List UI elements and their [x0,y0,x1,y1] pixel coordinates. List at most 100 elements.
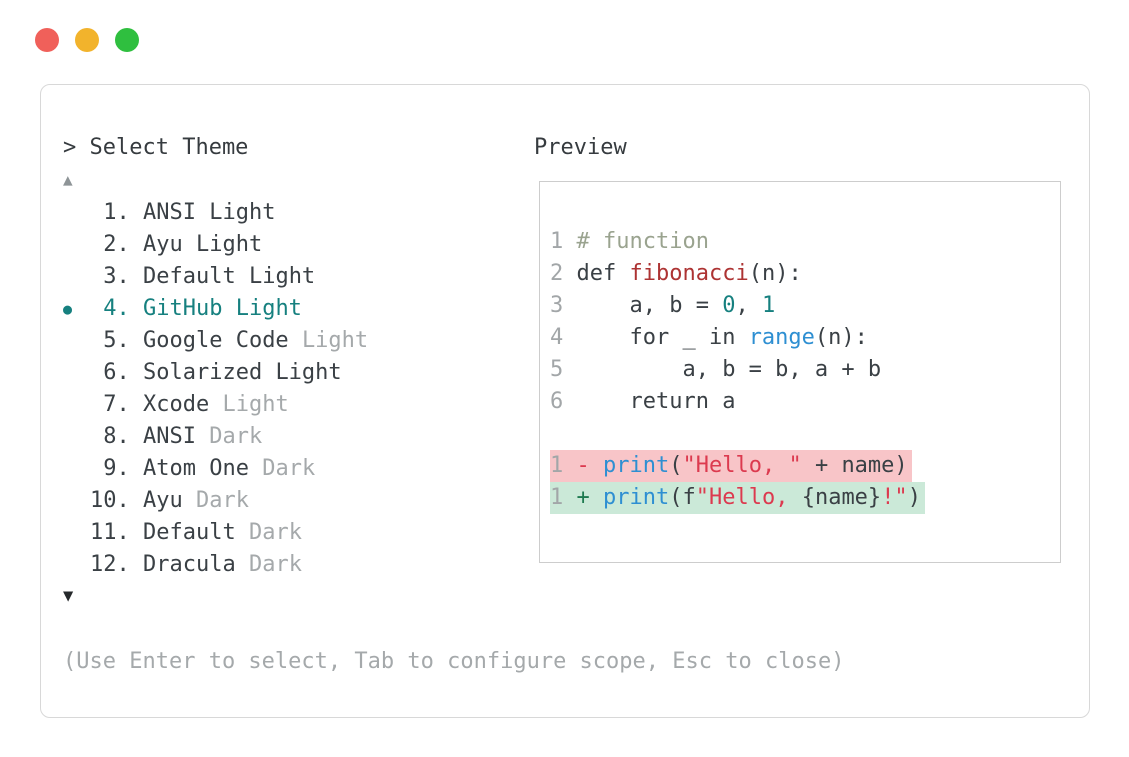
scroll-up-icon[interactable]: ▲ [63,170,73,189]
theme-item-suffix: Dark [195,488,249,513]
diff-highlight-added: 1 + print(f"Hello, {name}!") [550,482,925,514]
row-marker-empty [63,485,90,517]
theme-item-suffix: Light [209,200,276,225]
code-token-plain: (n): [814,325,868,350]
theme-list-item-dracula-dark[interactable]: 12. Dracula Dark [63,549,539,581]
row-marker-empty [63,549,90,581]
theme-list: 1. ANSI Light 2. Ayu Light 3. Default Li… [63,197,539,581]
code-token-plain: def [576,261,630,286]
row-marker-empty [63,453,90,485]
row-marker-empty [63,389,90,421]
keyboard-hint: (Use Enter to select, Tab to configure s… [63,649,845,674]
row-marker-empty [63,325,90,357]
code-line: 2 def fibonacci(n): [550,258,1060,290]
code-token-string: !" [881,485,908,510]
code-token-number: 1 [761,293,776,318]
row-marker-empty [63,357,90,389]
theme-list-item-solarized-light[interactable]: 6. Solarized Light [63,357,539,389]
code-token-comment: # function [576,229,709,254]
theme-item-number: 12. [90,552,143,577]
line-number: 6 [550,389,577,414]
line-number: 5 [550,357,577,382]
code-token-plain: (n): [748,261,802,286]
theme-item-name: Google Code [142,328,302,353]
theme-item-number: 5. [90,328,143,353]
theme-item-name: Default [142,264,249,289]
line-number: 4 [550,325,577,350]
theme-item-name: Ayu [142,232,196,257]
code-token-number: 0 [722,293,736,318]
theme-item-suffix: Dark [262,456,316,481]
line-number: 1 [550,229,577,254]
theme-list-item-ansi-light[interactable]: 1. ANSI Light [63,197,539,229]
theme-list-item-atom-one-dark[interactable]: 9. Atom One Dark [63,453,539,485]
code-line: 4 for _ in range(n): [550,322,1060,354]
theme-item-number: 10. [90,488,143,513]
theme-item-name: Atom One [142,456,263,481]
theme-list-item-default-dark[interactable]: 11. Default Dark [63,517,539,549]
code-token-plain: ) [907,485,921,510]
code-token-plain: a, b = b, a + b [576,357,882,382]
diff-line-removed: 1 - print("Hello, " + name) [550,450,1060,482]
zoom-button[interactable] [115,28,139,52]
code-token-plain: for _ in [576,325,749,350]
scroll-down-icon[interactable]: ▼ [63,586,74,606]
preview-label: Preview [534,135,627,160]
command-palette-title: > Select Theme [63,135,249,160]
code-token-plain: + name) [801,453,908,478]
code-token-plain: {name} [801,485,882,510]
theme-item-number: 1. [90,200,143,225]
theme-item-name: ANSI [142,200,210,225]
theme-item-name: Xcode [142,392,223,417]
close-button[interactable] [35,28,59,52]
theme-list-item-xcode-light[interactable]: 7. Xcode Light [63,389,539,421]
theme-item-suffix: Dark [209,424,263,449]
theme-item-name: Ayu [142,488,196,513]
code-token-plain: return a [576,389,736,414]
code-line: 3 a, b = 0, 1 [550,290,1060,322]
theme-item-name: Default [142,520,249,545]
diff-highlight-removed: 1 - print("Hello, " + name) [550,450,912,482]
row-marker-empty [63,517,90,549]
row-marker-empty [63,421,90,453]
theme-list-item-github-light[interactable]: ● 4. GitHub Light [63,293,539,325]
theme-item-number: 9. [90,456,143,481]
selected-bullet-icon: ● [63,300,73,318]
theme-item-number: 3. [90,264,143,289]
theme-item-number: 6. [90,360,143,385]
theme-list-item-ayu-light[interactable]: 2. Ayu Light [63,229,539,261]
theme-list-item-google-code-light[interactable]: 5. Google Code Light [63,325,539,357]
theme-item-suffix: Light [275,360,342,385]
code-token-builtin: print [603,453,670,478]
code-token-plain: a, b = [576,293,723,318]
theme-list-item-ayu-dark[interactable]: 10. Ayu Dark [63,485,539,517]
diff-line-added: 1 + print(f"Hello, {name}!") [550,482,1060,514]
minimize-button[interactable] [75,28,99,52]
code-token-func: fibonacci [629,261,749,286]
theme-item-name: Solarized [142,360,276,385]
theme-picker-window: > Select Theme ▲ 1. ANSI Light 2. Ayu Li… [40,84,1090,718]
theme-list-panel: > Select Theme ▲ 1. ANSI Light 2. Ayu Li… [63,133,539,613]
theme-item-number: 11. [90,520,143,545]
theme-item-number: 8. [90,424,143,449]
theme-list-item-default-light[interactable]: 3. Default Light [63,261,539,293]
theme-list-item-ansi-dark[interactable]: 8. ANSI Dark [63,421,539,453]
row-marker-empty [63,229,90,261]
theme-item-name: ANSI [142,424,210,449]
theme-item-suffix: Dark [248,552,302,577]
theme-item-name: GitHub [142,296,236,321]
code-token-plain: , [735,293,762,318]
code-token-added: + [576,485,603,510]
row-marker-empty [63,261,90,293]
theme-item-suffix: Light [235,296,302,321]
code-token-builtin: range [748,325,815,350]
theme-item-suffix: Light [195,232,263,257]
line-number: 3 [550,293,577,318]
code-line: 5 a, b = b, a + b [550,354,1060,386]
code-token-plain: ( [669,453,683,478]
theme-item-number: 7. [90,392,143,417]
line-number: 1 [550,453,577,478]
theme-item-suffix: Light [222,392,289,417]
window-controls [35,28,139,52]
theme-item-suffix: Light [301,328,369,353]
